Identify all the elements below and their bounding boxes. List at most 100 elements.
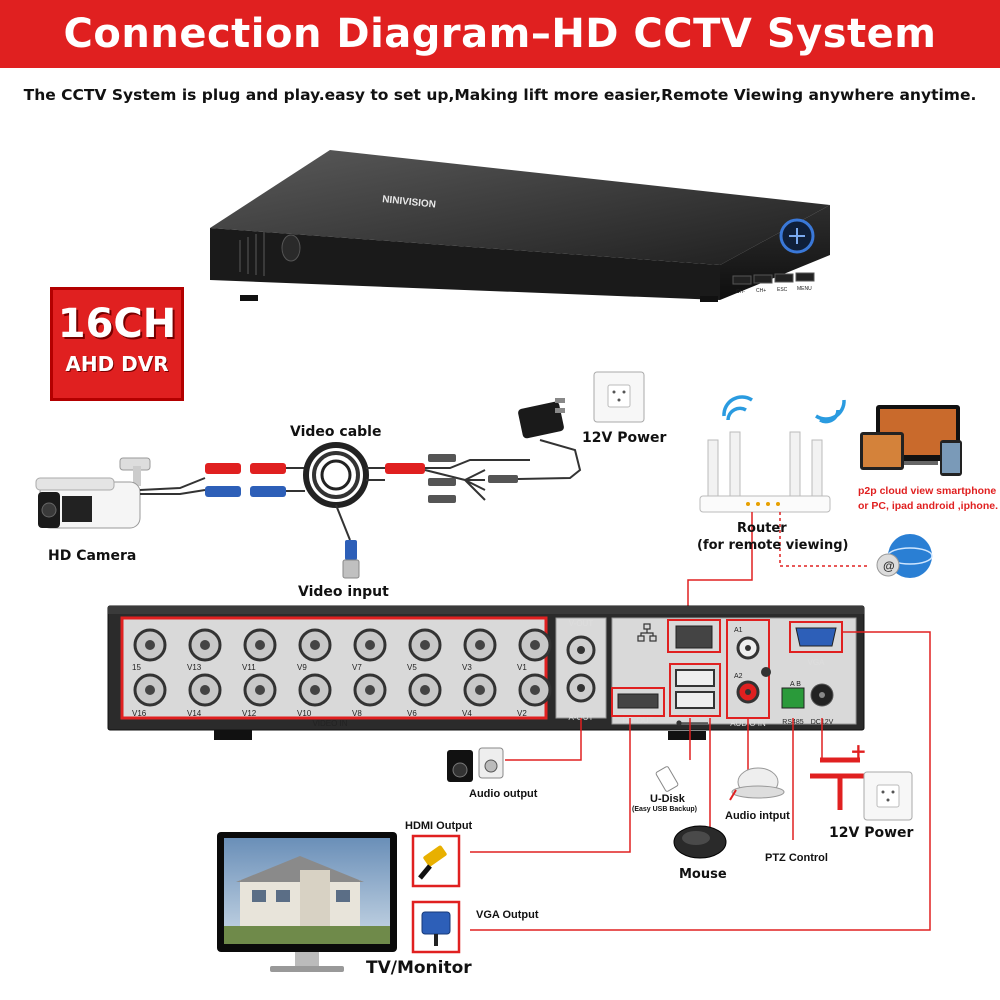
video-in-port-top-8-label: V1 [517, 663, 527, 672]
lan-port[interactable] [675, 625, 713, 649]
a1-label: A1 [734, 627, 743, 634]
video-cable-label: Video cable [290, 424, 382, 440]
video-in-port-bottom-5-label: V8 [352, 709, 362, 718]
video-in-port-top-2-label: V13 [187, 663, 202, 672]
mouse-icon [673, 825, 727, 859]
video-in-port-top-7-label: V3 [462, 663, 472, 672]
wall-outlet-bottom-icon [863, 771, 913, 821]
video-in-port-bottom-7-pin [475, 685, 485, 695]
router-icon [699, 431, 831, 513]
video-in-port-bottom-7-label: V4 [462, 709, 472, 718]
dvr-button-esc: ESC [777, 287, 788, 293]
microphone-icon [729, 767, 785, 801]
dvr-button-chminus: CH- [736, 289, 745, 295]
video-in-port-top-3-label: V11 [242, 663, 256, 672]
video-in-port-bottom-6-pin [420, 685, 430, 695]
hdmi-cable-icon [418, 845, 447, 880]
video-in-port-bottom-5-pin [365, 685, 375, 695]
rs485-terminal[interactable] [781, 687, 805, 709]
video-in-port-bottom-4-label: V10 [297, 709, 312, 718]
video-in-port-top-3-pin [255, 640, 265, 650]
power-symbol-icon: + [810, 739, 870, 810]
udisk-sub-label: (Easy USB Backup) [632, 806, 697, 813]
power-bottom-label: 12V Power [829, 825, 914, 841]
router-label: Router [737, 521, 787, 536]
internet-globe-icon: @ [876, 534, 933, 578]
video-in-port-top-5-label: V7 [352, 663, 362, 672]
video-in-port-bottom-1-label: V16 [132, 709, 147, 718]
video-in-port-top-1-pin [145, 640, 155, 650]
cable-coil-icon [303, 442, 369, 508]
vga-cable-icon [421, 911, 451, 946]
title-banner: Connection Diagram–HD CCTV System [0, 0, 1000, 68]
p2p-line1: p2p cloud view smartphone [858, 485, 997, 497]
speakers-icon [447, 747, 504, 782]
network-icon [637, 623, 657, 642]
udisk-label: U-Disk [650, 793, 685, 805]
tv-monitor-icon [217, 832, 397, 972]
devices-icon [860, 405, 962, 476]
subtitle: The CCTV System is plug and play.easy to… [23, 86, 977, 104]
ab-label: A B [790, 681, 801, 688]
mouse-label: Mouse [679, 867, 727, 882]
aout-label: A-OUT [569, 713, 594, 722]
usb-port-2[interactable] [675, 691, 715, 709]
video-in-port-top-4-label: V9 [297, 663, 307, 672]
video-in-port-bottom-1-pin [145, 685, 155, 695]
hdout-label: HD-OUT [622, 716, 653, 725]
a2-label: A2 [734, 673, 743, 680]
video-in-port-top-5-pin [365, 640, 375, 650]
hd-camera-label: HD Camera [48, 548, 137, 564]
vga-output-label: VGA Output [476, 909, 539, 921]
video-in-port-top-6-label: V5 [407, 663, 417, 672]
video-in-port-bottom-8-label: V2 [517, 709, 527, 718]
video-in-port-bottom-2-pin [200, 685, 210, 695]
bnc-connector-icon [342, 540, 360, 579]
rca-connector-icon [205, 463, 286, 497]
video-in-port-top-4-pin [310, 640, 320, 650]
ptz-label: PTZ Control [765, 852, 828, 864]
router-sub-label: (for remote viewing) [697, 538, 849, 553]
dvr-button-menu: MENU [797, 286, 812, 292]
power-top-label: 12V Power [582, 430, 667, 446]
vga-port[interactable] [795, 627, 837, 647]
vga-label: VGA [808, 658, 826, 667]
wifi-icon [722, 395, 846, 424]
channel-badge: 16CH AHD DVR [50, 287, 184, 401]
hdmi-port[interactable] [617, 693, 659, 709]
video-in-port-top-8-pin [530, 640, 540, 650]
video-in-port-bottom-6-label: V6 [407, 709, 417, 718]
video-in-port-top-6-pin [420, 640, 430, 650]
hd-camera-icon [35, 457, 151, 529]
badge-line2: AHD DVR [65, 352, 169, 376]
svg-text:+: + [850, 739, 867, 763]
video-in-port-top-2-pin [200, 640, 210, 650]
video-in-port-top-7-pin [475, 640, 485, 650]
usb-drive-icon [655, 766, 679, 792]
video-in-port-top-1-label: 15 [132, 663, 141, 672]
audio-input-label: Audio intput [725, 810, 790, 822]
usb-port-1[interactable] [675, 669, 715, 687]
video-in-label: VIDEO IN [312, 719, 347, 728]
video-input-label: Video input [298, 584, 389, 600]
video-in-port-bottom-2-label: V14 [187, 709, 202, 718]
p2p-line2: or PC, ipad android ,iphone. [858, 500, 999, 512]
hdmi-output-label: HDMI Output [405, 820, 473, 832]
video-in-port-bottom-3-label: V12 [242, 709, 257, 718]
video-in-port-bottom-8-pin [530, 685, 540, 695]
badge-line1: 16CH [57, 301, 177, 347]
page-title: Connection Diagram–HD CCTV System [63, 11, 937, 57]
vout-label: V-OUT [569, 619, 594, 628]
dvr-front-unit: NINIVISION CH- CH+ ESC MENU [210, 150, 830, 302]
power-adapter-icon [518, 398, 565, 439]
svg-text:@: @ [883, 559, 895, 573]
wall-outlet-icon [593, 371, 645, 423]
dvr-button-chplus: CH+ [756, 288, 766, 294]
video-in-port-bottom-3-pin [255, 685, 265, 695]
tv-monitor-label: TV/Monitor [366, 958, 472, 978]
video-in-port-bottom-4-pin [310, 685, 320, 695]
usb-icon [676, 720, 708, 726]
